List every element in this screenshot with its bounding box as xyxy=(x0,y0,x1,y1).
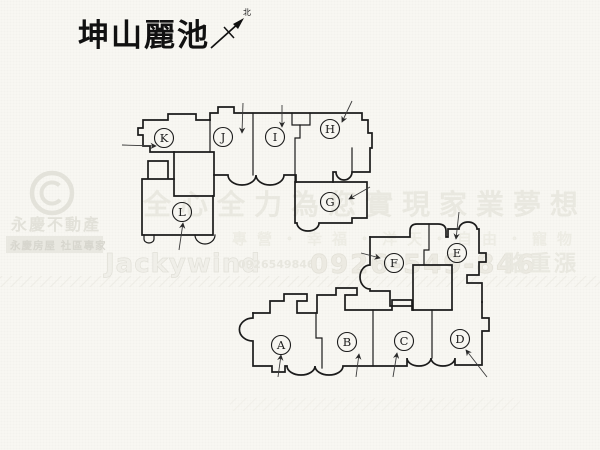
north-label: 北 xyxy=(243,8,251,17)
leader-A xyxy=(277,354,284,378)
agency-logo-icon xyxy=(29,170,75,216)
building-plan: K J I H L G F xyxy=(121,100,490,378)
watermark-phone-small: 0926549846 xyxy=(238,258,315,271)
divider-F-E xyxy=(423,223,430,266)
building-JI-bottom xyxy=(213,174,297,186)
building-K-outline xyxy=(137,113,211,153)
unit-letter-B: B xyxy=(343,335,351,349)
unit-letter-F: F xyxy=(390,256,398,270)
unit-letter-E: E xyxy=(453,246,461,260)
leader-G xyxy=(348,186,371,200)
building-F-left-outline xyxy=(359,236,413,307)
unit-letter-D: D xyxy=(455,332,464,346)
building-EF-core xyxy=(412,264,453,311)
watermark-slogan: 全心全力為您實現家業夢想 xyxy=(142,188,587,221)
watermark-band xyxy=(6,236,103,253)
leader-H xyxy=(341,100,353,123)
page-title: 坤山麗池 xyxy=(78,18,210,54)
leader-J xyxy=(239,102,246,134)
unit-letter-I: I xyxy=(273,130,278,144)
unit-letter-J: J xyxy=(220,130,226,144)
unit-labels: K J I H L G F xyxy=(153,118,471,356)
unit-letter-C: C xyxy=(400,334,409,348)
building-JIH-outline xyxy=(209,106,373,183)
divider-A-B xyxy=(315,312,323,369)
unit-label-B: B xyxy=(336,331,358,353)
unit-label-J: J xyxy=(212,126,234,148)
watermark-hatch-band-lower xyxy=(230,398,520,411)
building-ABCD-top xyxy=(252,287,453,314)
watermark-brand: 永慶不動產 xyxy=(10,215,101,234)
watermark-communities: 專營・幸福・洋天・自由・寵物 xyxy=(232,230,582,248)
building-L-outline xyxy=(141,160,214,236)
watermark-phone-suffix: 賂重漲 xyxy=(504,252,579,277)
leader-C xyxy=(392,352,400,378)
unit-label-I: I xyxy=(264,126,286,148)
unit-label-K: K xyxy=(153,127,175,149)
watermark-agent-name: Jackywind xyxy=(103,249,261,279)
unit-label-C: C xyxy=(393,330,415,352)
building-H-partition xyxy=(291,112,311,126)
building-L-foot xyxy=(143,234,155,244)
unit-label-H: H xyxy=(319,118,341,140)
leader-K xyxy=(121,142,157,149)
watermark-hatch-band xyxy=(0,276,600,287)
building-L-balcony xyxy=(194,234,216,245)
building-G-outline xyxy=(294,181,368,232)
north-arrow-icon: 北 xyxy=(210,8,251,49)
leader-D xyxy=(465,349,488,378)
building-core-block xyxy=(173,151,215,197)
watermark-band-text: 永慶房屋 社區專家 xyxy=(9,239,107,252)
unit-label-F: F xyxy=(383,252,405,274)
leader-lines xyxy=(121,100,488,378)
leader-F xyxy=(360,252,381,260)
unit-letter-L: L xyxy=(178,205,186,219)
leader-B xyxy=(355,353,362,378)
building-ABCD-bottom xyxy=(238,301,490,376)
unit-letter-H: H xyxy=(325,122,335,136)
unit-label-E: E xyxy=(446,242,468,264)
unit-label-L: L xyxy=(171,201,193,223)
unit-letter-A: A xyxy=(276,338,286,352)
leader-E xyxy=(453,211,460,240)
unit-label-D: D xyxy=(449,328,471,350)
unit-letter-K: K xyxy=(160,131,169,145)
unit-label-G: G xyxy=(319,191,341,213)
building-EF-outline xyxy=(369,221,487,303)
divider-I-H xyxy=(294,124,301,183)
unit-letter-G: G xyxy=(325,195,334,209)
leader-L xyxy=(178,222,186,251)
unit-label-A: A xyxy=(270,334,292,356)
